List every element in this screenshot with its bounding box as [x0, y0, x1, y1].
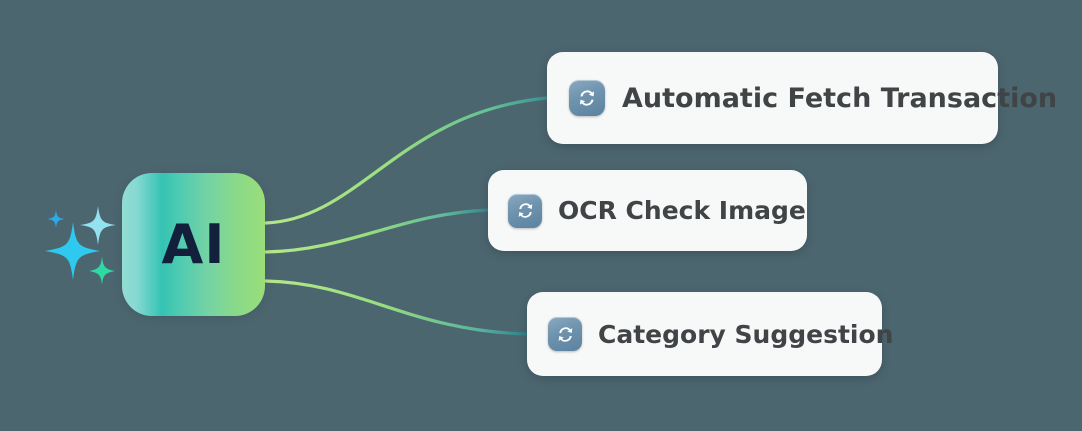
card-automatic-fetch-transaction[interactable]: Automatic Fetch Transaction — [547, 52, 1057, 144]
sparkle-light-cyan-icon — [80, 206, 116, 245]
sparkle-small-blue-icon — [47, 210, 65, 228]
ai-node-label: AI — [161, 212, 226, 276]
card-label: Automatic Fetch Transaction — [622, 82, 1058, 114]
card-label: Category Suggestion — [598, 319, 894, 349]
sparkles-decoration — [45, 206, 116, 285]
sync-icon — [569, 80, 605, 116]
sync-icon — [508, 193, 542, 228]
ai-center-node[interactable]: AI — [122, 173, 265, 316]
sync-icon — [548, 317, 582, 351]
connector-to-ocr-check-image — [264, 208, 490, 254]
card-ocr-check-image[interactable]: OCR Check Image — [488, 170, 807, 251]
sparkle-green-icon — [89, 256, 115, 285]
card-label: OCR Check Image — [558, 196, 806, 225]
sparkle-large-cyan-icon — [45, 222, 100, 280]
connector-to-category-suggestion — [264, 279, 529, 336]
card-category-suggestion[interactable]: Category Suggestion — [527, 292, 893, 376]
